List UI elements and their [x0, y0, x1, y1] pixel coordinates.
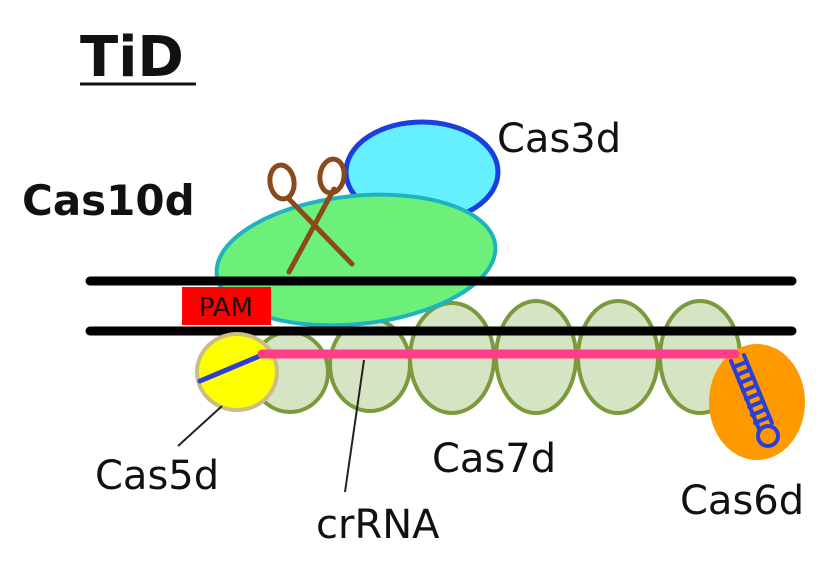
- pam-box: [182, 287, 271, 325]
- cas5d-label: Cas5d: [95, 453, 219, 499]
- pam-label: PAM: [199, 293, 253, 323]
- cas10d-label: Cas10d: [22, 176, 195, 225]
- diagram-title: TiD: [80, 25, 184, 90]
- cas7d-label: Cas7d: [432, 436, 556, 482]
- scissors-icon: [267, 156, 355, 275]
- cas5d-leader-line: [177, 405, 223, 447]
- crrna-handle-5prime: [197, 352, 265, 384]
- cas5d-subunit: [195, 332, 279, 412]
- cas3d-label: Cas3d: [497, 116, 621, 162]
- crrna-leader-line: [344, 359, 365, 493]
- cas6d-label: Cas6d: [680, 478, 804, 524]
- crrna-label: crRNA: [316, 502, 440, 548]
- cas10d-subunit: [214, 192, 498, 328]
- crrna-hairpin: [729, 353, 780, 448]
